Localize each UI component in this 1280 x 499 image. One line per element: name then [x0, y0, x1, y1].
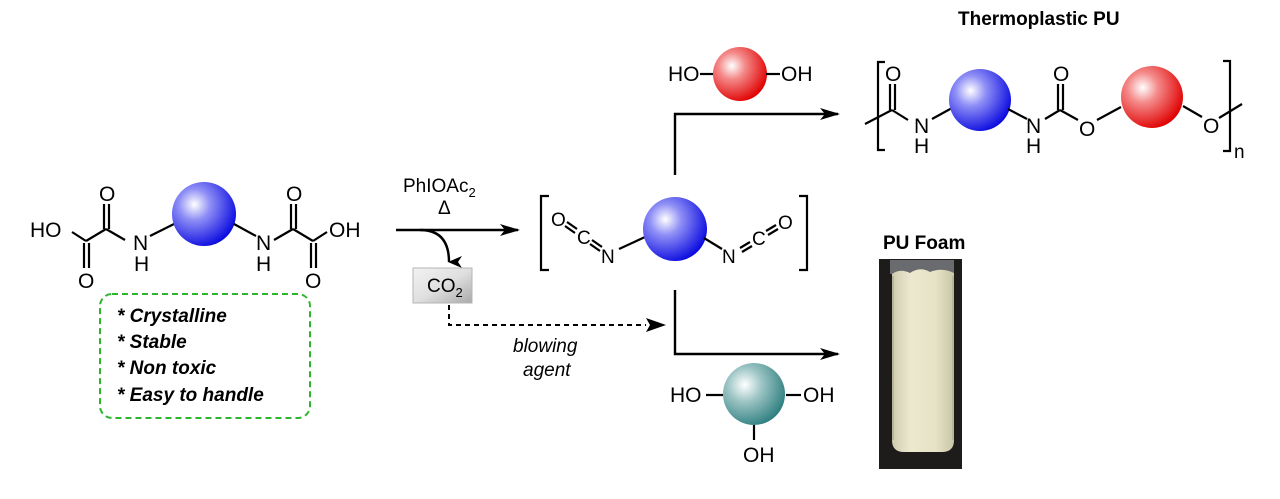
core-sphere-blue — [949, 69, 1011, 131]
core-sphere-blue — [643, 197, 707, 261]
triol-reagent: HO OH OH — [670, 363, 835, 467]
urethane-nitrogen: N — [1026, 115, 1041, 138]
isocyanate-carbon: C — [752, 229, 766, 250]
isocyanate-oxygen: O — [778, 213, 793, 234]
thermoplastic-pu-structure: O N H N H O O O n — [864, 59, 1245, 163]
blowing-agent-label-line1: blowing — [513, 336, 578, 357]
arrow-to-thermoplastic-pu — [673, 108, 840, 175]
carbonyl-oxygen: O — [885, 63, 901, 86]
carbonyl-oxygen: O — [286, 183, 302, 206]
ester-oxygen: O — [1203, 115, 1219, 138]
co2-byproduct: CO2 — [412, 267, 473, 304]
reagent-oxidant: PhIOAc2 — [403, 176, 476, 200]
blowing-agent-label-line2: agent — [523, 360, 571, 381]
diisocyanate-intermediate: O C N N C O — [539, 194, 809, 272]
carbonyl-oxygen: O — [1053, 63, 1069, 86]
diol-hydroxyl-right: OH — [781, 63, 813, 86]
pu-foam-photo — [879, 259, 962, 469]
carbonyl-oxygen: O — [78, 270, 94, 293]
amide-nitrogen: N — [256, 232, 271, 255]
property-easy-to-handle: * Easy to handle — [117, 385, 264, 406]
ester-oxygen: O — [1079, 118, 1095, 141]
urethane-nitrogen: N — [914, 115, 929, 138]
carbonyl-oxygen: O — [305, 270, 321, 293]
amide-hydrogen: H — [256, 253, 271, 276]
carbonyl-oxygen: O — [99, 183, 115, 206]
bracket-right — [799, 194, 809, 272]
amide-hydrogen: H — [134, 253, 149, 276]
property-non-toxic: * Non toxic — [117, 358, 217, 379]
property-crystalline: * Crystalline — [117, 306, 227, 327]
blowing-agent-arrow — [448, 305, 646, 326]
bracket-left — [539, 194, 549, 272]
triol-hydroxyl-right: OH — [803, 384, 835, 407]
triol-hydroxyl-bottom: OH — [743, 444, 775, 467]
reagents: PhIOAc2 Δ — [403, 176, 476, 219]
diol-hydroxyl-left: HO — [668, 63, 700, 86]
co2-release-arrow — [419, 228, 463, 268]
property-stable: * Stable — [117, 332, 187, 353]
pu-foam-title: PU Foam — [883, 233, 965, 254]
isocyanate-oxygen: O — [551, 210, 566, 231]
urethane-hydrogen: H — [1026, 135, 1041, 158]
amide-nitrogen: N — [133, 232, 148, 255]
diol-sphere-red — [1121, 66, 1183, 128]
triol-sphere-teal — [723, 363, 785, 425]
starting-material: HO O O N H N H O O OH — [30, 182, 361, 293]
heat-symbol: Δ — [438, 198, 451, 219]
co2-label: CO2 — [427, 276, 463, 300]
bracket-left — [876, 60, 885, 152]
arrow-to-pu-foam — [673, 290, 840, 360]
triol-hydroxyl-left: HO — [670, 384, 702, 407]
hydroxyl-label-left: HO — [30, 219, 62, 242]
urethane-hydrogen: H — [914, 135, 929, 158]
blowing-agent-arrowhead — [646, 318, 666, 332]
isocyanate-nitrogen: N — [722, 247, 736, 268]
thermoplastic-pu-title: Thermoplastic PU — [958, 9, 1120, 30]
properties-box: * Crystalline * Stable * Non toxic * Eas… — [99, 293, 311, 419]
repeat-unit-n: n — [1234, 142, 1245, 163]
diol-reagent: HO OH — [668, 47, 813, 101]
isocyanate-carbon: C — [577, 228, 591, 249]
core-sphere-blue — [172, 182, 236, 246]
hydroxyl-label-right: OH — [329, 219, 361, 242]
isocyanate-nitrogen: N — [601, 247, 615, 268]
bracket-right — [1223, 59, 1232, 153]
diol-sphere-red — [713, 47, 767, 101]
